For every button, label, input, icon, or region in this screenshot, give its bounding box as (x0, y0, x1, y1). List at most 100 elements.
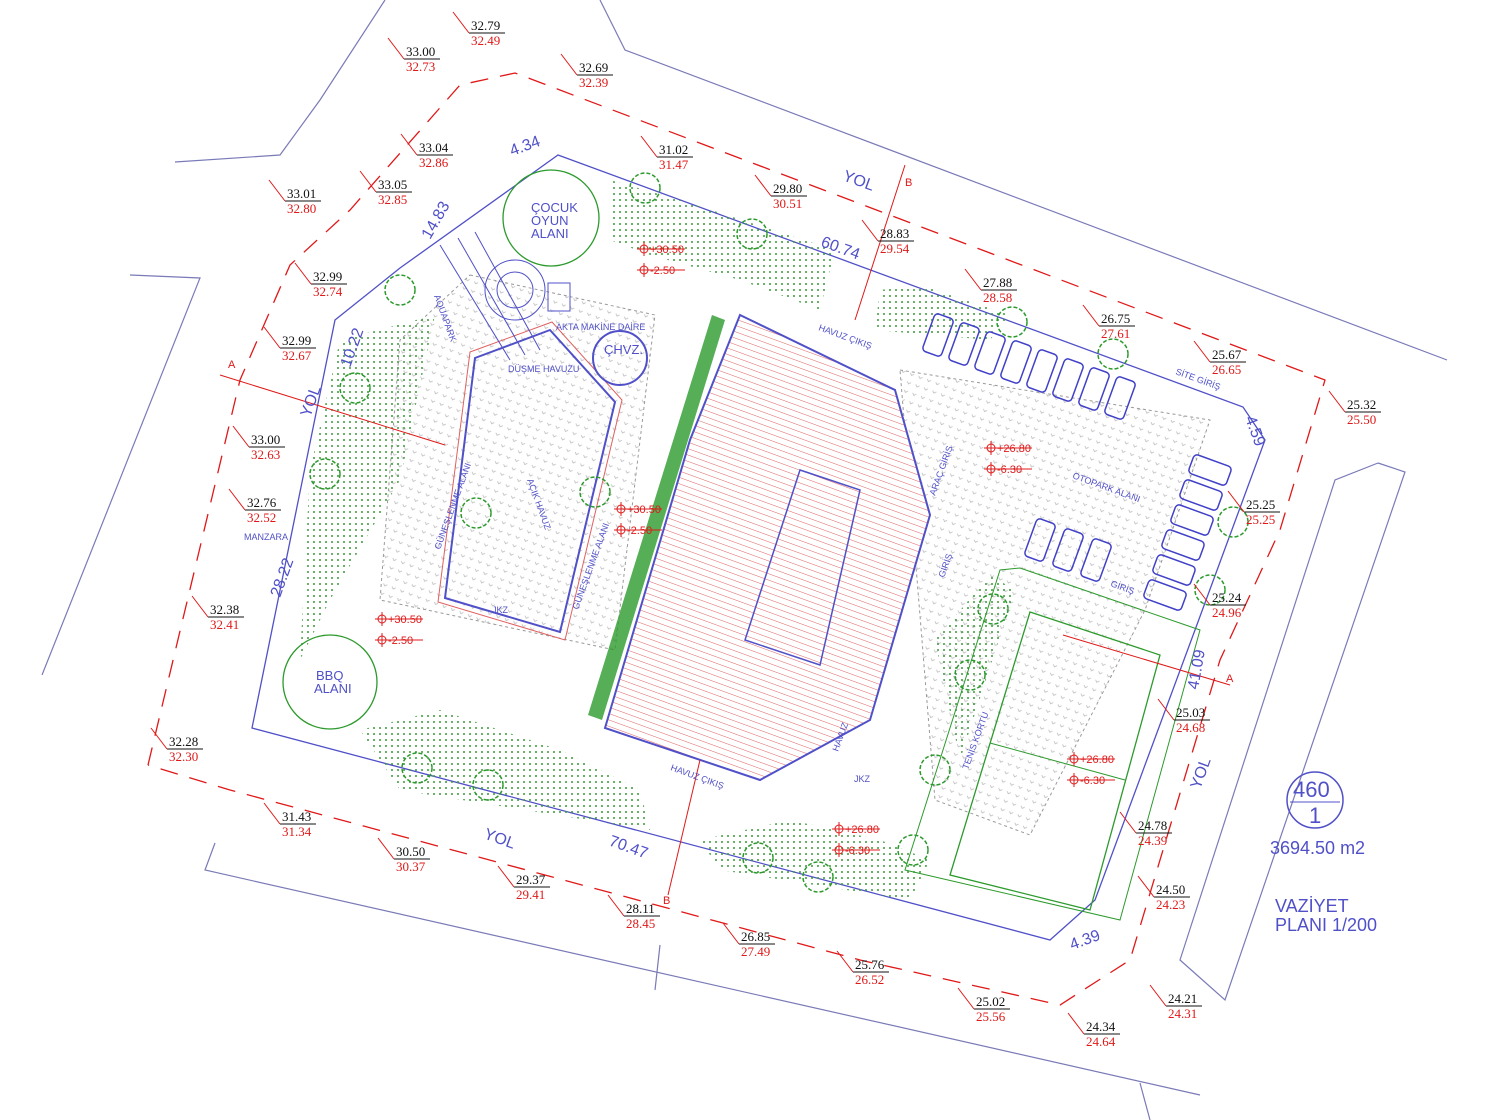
section-marker: A (1226, 673, 1234, 685)
elevation-leader (1149, 984, 1167, 1007)
elevation-leader (1082, 304, 1100, 327)
area-label: JKZ (492, 605, 509, 615)
chvz-label: ÇHVZ. (604, 342, 643, 357)
elevation-leader (607, 894, 625, 917)
elevation-existing: 25.03 (1176, 705, 1205, 720)
elevation-proposed: 24.39 (1138, 833, 1167, 848)
elevation-leader (497, 865, 515, 888)
tree-icon (1097, 338, 1129, 370)
area-label: HAVUZ ÇIKIŞ (669, 762, 725, 790)
tree-icon (897, 834, 929, 866)
elevation-proposed: 30.37 (396, 859, 426, 874)
dimension-label: 4.34 (508, 133, 543, 160)
building-core (744, 469, 861, 666)
bbq-label: ALANI (314, 681, 352, 696)
elevation-existing: 32.69 (579, 60, 608, 75)
trees (309, 172, 1249, 893)
elevation-proposed: 29.41 (516, 887, 545, 902)
parking-area (899, 369, 1211, 836)
area-label: AKTA MAKİNE DAİRE (556, 322, 645, 332)
road-label: YOL (1188, 755, 1215, 791)
plot-boundary (251, 154, 1266, 941)
level-marker-bottom: -6.30 (997, 464, 1022, 476)
level-marker-top: +26.80 (1080, 754, 1114, 766)
tree-icon (309, 458, 341, 490)
car-icon (1179, 479, 1223, 511)
building-roof (603, 313, 932, 782)
road-label: YOL (298, 383, 325, 419)
car-icon (1104, 376, 1136, 420)
section-marker: B (663, 895, 670, 907)
parcel-area: 3694.50 m2 (1270, 838, 1365, 858)
elevation-existing: 24.21 (1168, 991, 1197, 1006)
elevation-proposed: 32.86 (419, 155, 449, 170)
car-icon (1078, 367, 1110, 411)
road-label: YOL (482, 826, 518, 853)
elevation-proposed: 25.56 (976, 1009, 1006, 1024)
cocuk-oyun-label: ÇOCUK (531, 200, 578, 215)
hedge (588, 315, 725, 720)
property-boundary-dashed (147, 72, 1326, 1006)
section-line-a2 (1062, 634, 1231, 686)
area-label: JKZ (854, 774, 871, 784)
elevation-proposed: 32.49 (471, 33, 500, 48)
elevation-existing: 32.99 (313, 269, 342, 284)
elevation-proposed: 24.23 (1156, 897, 1185, 912)
elevation-leader (387, 37, 405, 60)
elevation-existing: 30.50 (396, 844, 425, 859)
tennis-court-border (904, 567, 1201, 921)
car-icon (1188, 454, 1232, 486)
elevation-existing: 31.02 (659, 142, 688, 157)
elevation-leader (861, 219, 879, 242)
elevation-proposed: 32.85 (378, 192, 407, 207)
green-areas (300, 180, 1015, 900)
elevation-existing: 25.24 (1212, 590, 1242, 605)
elevation-leader (377, 837, 395, 860)
elevation-existing: 28.83 (880, 226, 909, 241)
level-marker-top: +30.50 (650, 244, 684, 256)
elevation-existing: 32.76 (247, 495, 277, 510)
elevation-existing: 33.05 (378, 177, 407, 192)
elevation-leader (150, 727, 168, 750)
elevation-existing: 33.00 (406, 44, 435, 59)
elevation-proposed: 32.30 (169, 749, 198, 764)
section-line-b2 (667, 759, 701, 896)
elevation-leader (754, 174, 772, 197)
elevation-leader (1067, 1012, 1085, 1035)
car-icon (1161, 529, 1205, 561)
tree-icon (919, 754, 951, 786)
elevation-proposed: 25.25 (1246, 512, 1275, 527)
elevation-existing: 33.04 (419, 140, 449, 155)
dimension-label: 4.39 (1068, 927, 1103, 954)
elevation-leader (263, 326, 281, 349)
elevation-proposed: 31.34 (282, 824, 312, 839)
tree-icon (401, 752, 433, 784)
elevation-leader (1137, 875, 1155, 898)
car-icon (1052, 528, 1084, 572)
area-label: HAVUZ ÇIKIŞ (817, 322, 873, 350)
tree-icon (472, 769, 504, 801)
car-icon (948, 322, 980, 366)
level-marker-top: +30.50 (627, 504, 661, 516)
elevation-existing: 25.02 (976, 994, 1005, 1009)
elevation-existing: 32.28 (169, 734, 198, 749)
level-marker-bottom: -6.30 (1080, 775, 1105, 787)
section-line-b (854, 164, 906, 321)
pool (443, 328, 617, 634)
elevation-leader (400, 133, 418, 156)
elevation-proposed: 32.73 (406, 59, 435, 74)
elevation-proposed: 24.96 (1212, 605, 1242, 620)
plan-scale: PLANI 1/200 (1275, 915, 1377, 935)
elevation-proposed: 28.58 (983, 290, 1012, 305)
tree-icon (742, 842, 774, 874)
elevation-existing: 31.43 (282, 809, 311, 824)
level-marker-top: +26.80 (997, 443, 1031, 455)
car-icon (1143, 579, 1187, 611)
area-label: MANZARA (244, 532, 288, 542)
elevation-proposed: 31.47 (659, 157, 689, 172)
car-icon (1170, 504, 1214, 536)
elevation-proposed: 27.61 (1101, 326, 1130, 341)
elevation-proposed: 32.63 (251, 447, 280, 462)
tree-icon (579, 476, 611, 508)
